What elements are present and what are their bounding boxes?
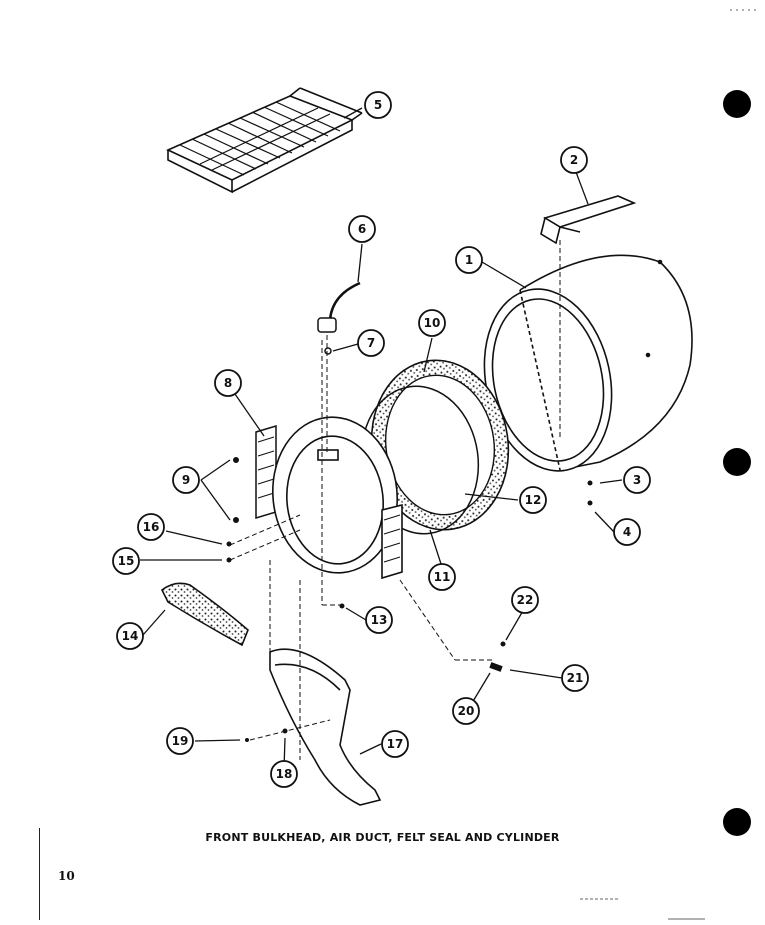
callout-4: 4: [613, 518, 641, 546]
callout-18: 18: [270, 760, 298, 788]
svg-text:8: 8: [224, 376, 232, 390]
diagram-caption: FRONT BULKHEAD, AIR DUCT, FELT SEAL AND …: [205, 831, 560, 844]
punch-holes: [723, 90, 751, 836]
callout-12: 12: [519, 486, 547, 514]
svg-text:19: 19: [172, 734, 189, 748]
svg-text:5: 5: [374, 98, 382, 112]
callout-9: 9: [172, 466, 200, 494]
callout-8: 8: [214, 369, 242, 397]
callout-15: 15: [112, 547, 140, 575]
svg-text:20: 20: [458, 704, 475, 718]
bracket-part: [540, 195, 637, 245]
felt-seal: [370, 359, 510, 531]
callout-22: 22: [511, 586, 539, 614]
margin-rule: [39, 828, 40, 920]
scan-marks: [580, 9, 760, 920]
callout-11: 11: [428, 563, 456, 591]
callout-7: 7: [357, 329, 385, 357]
svg-text:12: 12: [525, 493, 542, 507]
lint-screen-rack: [166, 87, 363, 194]
svg-text:14: 14: [122, 629, 139, 643]
svg-text:16: 16: [143, 520, 160, 534]
callout-10: 10: [418, 309, 446, 337]
svg-text:18: 18: [276, 767, 293, 781]
lint-trap-piece: [160, 582, 249, 647]
leader-lines: [140, 107, 623, 770]
front-bulkhead: [272, 416, 403, 580]
svg-text:1: 1: [465, 253, 473, 267]
callout-16: 16: [137, 513, 165, 541]
callout-21: 21: [561, 664, 589, 692]
svg-text:6: 6: [358, 222, 366, 236]
callout-5: 5: [364, 91, 392, 119]
svg-text:15: 15: [118, 554, 135, 568]
callout-20: 20: [452, 697, 480, 725]
svg-text:7: 7: [367, 336, 375, 350]
callout-1: 1: [455, 246, 483, 274]
callout-13: 13: [365, 606, 393, 634]
callout-3: 3: [623, 466, 651, 494]
svg-text:2: 2: [570, 153, 578, 167]
svg-text:11: 11: [434, 570, 451, 584]
svg-text:13: 13: [371, 613, 388, 627]
page-number: 10: [58, 869, 75, 883]
svg-text:22: 22: [517, 593, 534, 607]
svg-text:4: 4: [623, 525, 631, 539]
assembly-guides: [229, 240, 561, 760]
callout-19: 19: [166, 727, 194, 755]
callouts: 5 2 1 6 7 10 8 3 9 12 16 4 15 11 22 13 1…: [112, 91, 651, 788]
drum-cylinder: [483, 254, 693, 472]
svg-text:17: 17: [387, 737, 404, 751]
svg-text:21: 21: [567, 671, 584, 685]
air-duct: [269, 648, 382, 806]
callout-14: 14: [116, 622, 144, 650]
svg-text:9: 9: [182, 473, 190, 487]
callout-6: 6: [348, 215, 376, 243]
svg-text:3: 3: [633, 473, 641, 487]
callout-2: 2: [560, 146, 588, 174]
callout-17: 17: [381, 730, 409, 758]
sensor-with-wire: [317, 281, 361, 355]
svg-text:10: 10: [424, 316, 441, 330]
